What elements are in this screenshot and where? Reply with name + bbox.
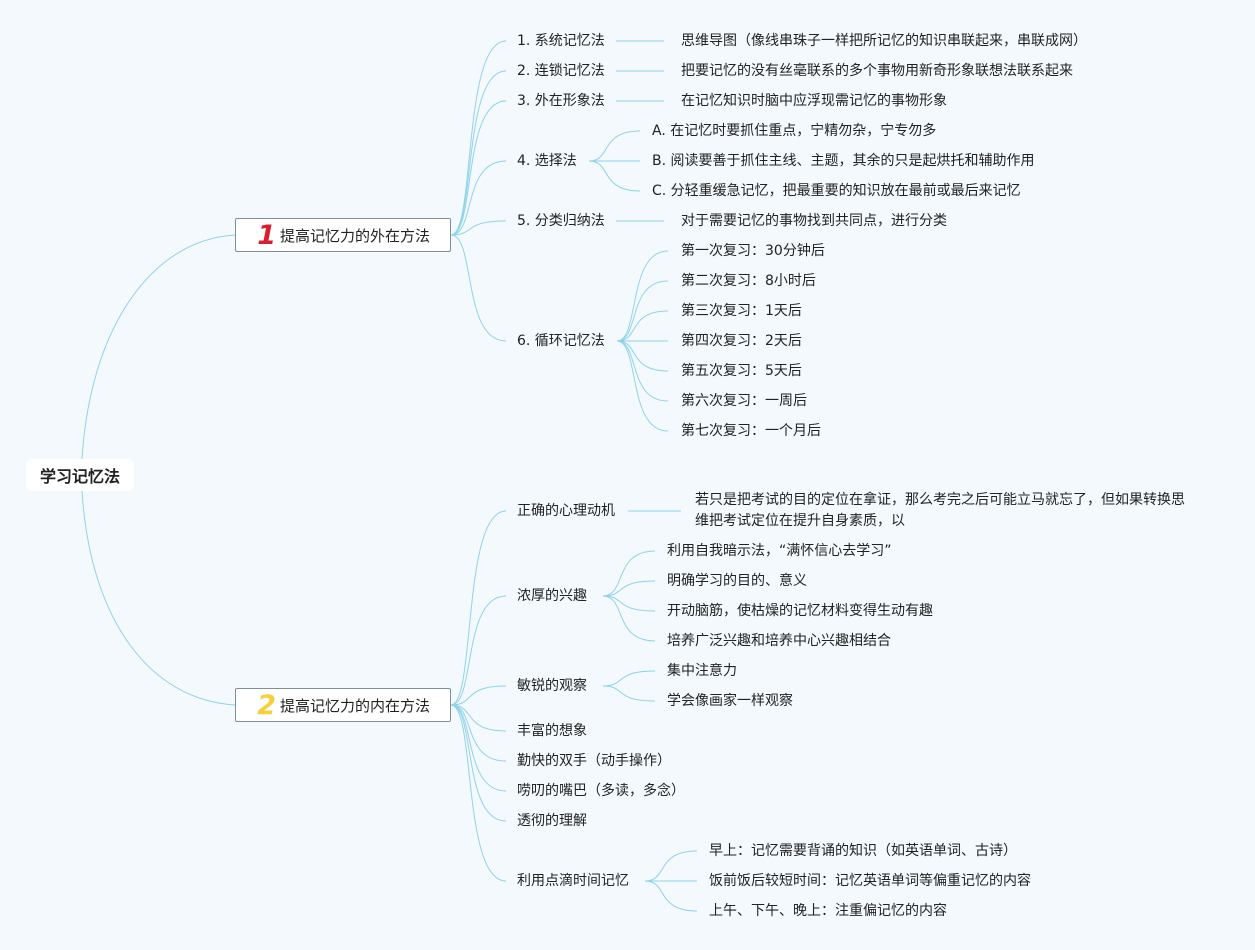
connector-line: [81, 234, 236, 460]
detail-text[interactable]: B. 阅读要善于抓住主线、主题，其余的只是起烘托和辅助作用: [652, 153, 1035, 169]
connector-line: [450, 100, 507, 236]
topic-motivation[interactable]: 正确的心理动机: [517, 503, 615, 519]
connector-line: [450, 685, 507, 706]
topic-observation[interactable]: 敏锐的观察: [517, 678, 587, 694]
detail-text[interactable]: 把要记忆的没有丝毫联系的多个事物用新奇形象联想法联系起来: [681, 63, 1073, 79]
detail-text[interactable]: 培养广泛兴趣和培养中心兴趣相结合: [667, 633, 891, 649]
topic-cyclic-memory[interactable]: 6. 循环记忆法: [517, 333, 605, 349]
detail-text[interactable]: 开动脑筋，使枯燥的记忆材料变得生动有趣: [667, 603, 933, 619]
branch-internal-methods[interactable]: 2 提高记忆力的内在方法: [235, 688, 451, 722]
detail-text[interactable]: 集中注意力: [667, 663, 737, 679]
connector-line: [588, 130, 641, 162]
topic-image-method[interactable]: 3. 外在形象法: [517, 93, 605, 109]
detail-text[interactable]: 饭前饭后较短时间：记忆英语单词等偏重记忆的内容: [709, 873, 1031, 889]
root-label: 学习记忆法: [39, 467, 120, 486]
detail-text[interactable]: 对于需要记忆的事物找到共同点，进行分类: [681, 213, 947, 229]
review-item[interactable]: 第四次复习：2天后: [681, 333, 802, 349]
connector-line: [644, 880, 698, 912]
branch-label: 提高记忆力的外在方法: [280, 226, 431, 245]
connector-line: [644, 850, 698, 882]
connector-line: [602, 685, 656, 702]
connector-line: [616, 340, 669, 432]
connector-line: [602, 670, 656, 687]
connector-line: [616, 340, 669, 402]
topic-chain-memory[interactable]: 2. 连锁记忆法: [517, 63, 605, 79]
connector-line: [602, 595, 656, 612]
topic-classification-method[interactable]: 5. 分类归纳法: [517, 213, 605, 229]
detail-text[interactable]: 上午、下午、晚上：注重偏记忆的内容: [709, 903, 947, 919]
detail-text[interactable]: 早上：记忆需要背诵的知识（如英语单词、古诗）: [709, 843, 1017, 859]
review-item[interactable]: 第五次复习：5天后: [681, 363, 802, 379]
connector-line: [450, 704, 507, 822]
connector-line: [450, 234, 507, 342]
branch-label: 提高记忆力的内在方法: [280, 696, 431, 715]
connector-line: [450, 704, 507, 882]
connector-line: [450, 40, 507, 236]
root-node[interactable]: 学习记忆法: [26, 459, 134, 491]
connector-line: [602, 595, 656, 642]
connector-line: [616, 250, 669, 342]
connector-line: [616, 280, 669, 342]
connector-line: [450, 704, 507, 762]
connector-line: [450, 510, 507, 706]
topic-selection-method[interactable]: 4. 选择法: [517, 153, 577, 169]
connector-line: [450, 220, 507, 236]
connector-line: [602, 580, 656, 597]
review-item[interactable]: 第二次复习：8小时后: [681, 273, 816, 289]
detail-text[interactable]: A. 在记忆时要抓住重点，宁精勿杂，宁专勿多: [652, 123, 937, 139]
connector-line: [450, 160, 507, 236]
branch-number-1: 1: [257, 219, 276, 251]
review-item[interactable]: 第七次复习：一个月后: [681, 423, 821, 439]
detail-text[interactable]: 利用自我暗示法，“满怀信心去学习”: [667, 543, 892, 559]
topic-read-aloud[interactable]: 唠叨的嘴巴（多读，多念）: [517, 783, 685, 799]
detail-text[interactable]: 明确学习的目的、意义: [667, 573, 807, 589]
connector-line: [450, 595, 507, 706]
detail-text[interactable]: 思维导图（像线串珠子一样把所记忆的知识串联起来，串联成网）: [681, 33, 1087, 49]
topic-hands-on[interactable]: 勤快的双手（动手操作）: [517, 753, 671, 769]
topic-imagination[interactable]: 丰富的想象: [517, 723, 587, 739]
detail-text[interactable]: 若只是把考试的目的定位在拿证，那么考完之后可能立马就忘了，但如果转换思维把考试定…: [695, 492, 1185, 529]
connector-line: [588, 160, 641, 192]
branch-number-2: 2: [257, 689, 276, 721]
detail-text[interactable]: 学会像画家一样观察: [667, 693, 793, 709]
detail-text[interactable]: C. 分轻重缓急记忆，把最重要的知识放在最前或最后来记忆: [652, 183, 1021, 199]
review-item[interactable]: 第六次复习：一周后: [681, 393, 807, 409]
topic-interest[interactable]: 浓厚的兴趣: [517, 588, 587, 604]
connector-line: [616, 340, 669, 372]
detail-text[interactable]: 在记忆知识时脑中应浮现需记忆的事物形象: [681, 93, 947, 109]
review-item[interactable]: 第一次复习：30分钟后: [681, 243, 825, 259]
connector-line: [450, 704, 507, 732]
connector-line: [616, 310, 669, 342]
topic-understanding[interactable]: 透彻的理解: [517, 813, 587, 829]
review-item[interactable]: 第三次复习：1天后: [681, 303, 802, 319]
topic-spare-time[interactable]: 利用点滴时间记忆: [517, 873, 629, 889]
connector-line: [602, 550, 656, 597]
branch-external-methods[interactable]: 1 提高记忆力的外在方法: [235, 218, 451, 252]
connector-line: [81, 490, 236, 706]
topic-system-memory[interactable]: 1. 系统记忆法: [517, 33, 605, 49]
connector-line: [450, 70, 507, 236]
